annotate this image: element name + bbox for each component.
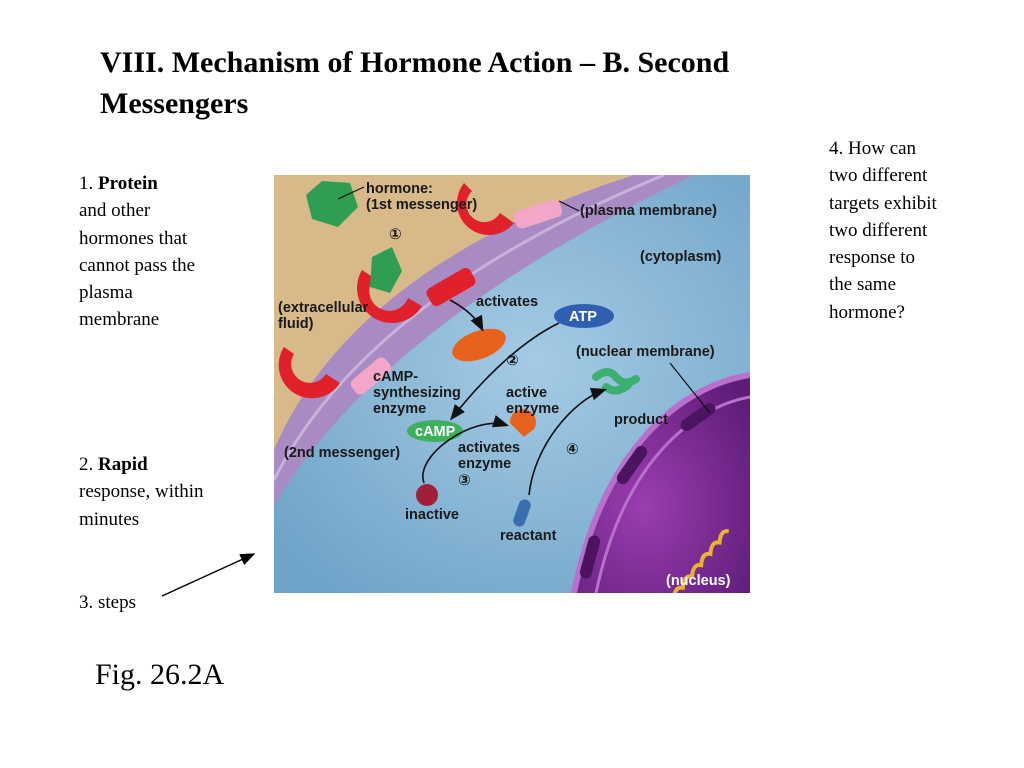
nuclear-membrane <box>571 372 750 593</box>
label-active: active <box>506 385 547 401</box>
label-plasma-membrane: (plasma membrane) <box>580 203 717 219</box>
inactive-enzyme <box>416 484 438 506</box>
note-rapid: 2. Rapid response, within minutes <box>79 451 239 533</box>
note-protein-number: 1. <box>79 173 94 194</box>
nuclear-pore <box>579 535 601 579</box>
receptor <box>278 347 340 399</box>
label-atp: ATP <box>569 309 597 325</box>
note-rapid-number: 2. <box>79 454 94 475</box>
label-fluid: fluid) <box>278 316 314 332</box>
nuclear-pore <box>680 402 716 432</box>
label-cytoplasm: (cytoplasm) <box>640 249 722 265</box>
camp-synthesizing-enzyme <box>452 328 506 362</box>
note-protein: 1. Protein and other hormones that canno… <box>79 170 204 334</box>
label-reactant: reactant <box>500 528 557 544</box>
product <box>592 368 640 395</box>
label-nucleus: (nucleus) <box>666 573 731 589</box>
atp <box>554 304 614 328</box>
arrow-camp-to-enzyme <box>422 415 510 484</box>
note-question: 4. How can two different targets exhibit… <box>829 138 937 323</box>
pointer-arrow <box>161 553 256 597</box>
step-1: ① <box>389 225 402 243</box>
arrow-reactant-to-product <box>528 387 608 496</box>
receptor <box>357 270 422 323</box>
label-first-messenger: (1st messenger) <box>366 197 477 213</box>
slide-title: VIII. Mechanism of Hormone Action – B. S… <box>100 46 730 120</box>
active-enzyme <box>509 409 536 437</box>
reactant <box>513 499 531 527</box>
membrane-protein-activated <box>426 268 476 306</box>
label-camp-synthesizing-1: cAMP- <box>373 369 418 385</box>
label-activates: activates <box>476 294 538 310</box>
step-2: ② <box>506 351 519 369</box>
label-activates-enzyme-1: activates <box>458 440 520 456</box>
label-camp-synthesizing-3: enzyme <box>373 401 426 417</box>
note-steps: 3. steps <box>79 592 136 613</box>
label-hormone: hormone: <box>366 181 433 197</box>
label-camp: cAMP <box>415 424 456 440</box>
membrane-protein <box>350 357 392 395</box>
membrane-protein <box>513 199 563 229</box>
note-protein-bold: Protein <box>98 173 158 194</box>
note-rapid-text: response, within minutes <box>79 481 204 530</box>
camp <box>407 420 463 442</box>
label-nuclear-membrane: (nuclear membrane) <box>576 344 715 360</box>
dna-strand <box>671 529 730 593</box>
label-second-messenger: (2nd messenger) <box>284 445 400 461</box>
nuclear-pore <box>616 445 648 485</box>
hormone <box>306 181 358 227</box>
label-extracellular: (extracellular <box>278 300 369 316</box>
note-rapid-bold: Rapid <box>98 454 148 475</box>
hormone-bound <box>370 247 402 293</box>
receptor <box>456 183 514 236</box>
figure-caption: Fig. 26.2A <box>95 658 225 691</box>
leader-hormone <box>337 186 365 200</box>
arrow-atp-to-camp <box>450 322 560 421</box>
second-messenger-diagram: hormone: (1st messenger) (plasma membran… <box>274 175 750 593</box>
label-inactive: inactive <box>405 507 459 523</box>
nuclear-membrane-inner <box>594 395 750 593</box>
step-3: ③ <box>458 471 471 489</box>
label-active-enzyme: enzyme <box>506 401 559 417</box>
leader-nuclear-membrane <box>669 362 711 414</box>
plasma-membrane-inner-edge <box>274 175 665 481</box>
note-protein-text: and other hormones that cannot pass the … <box>79 200 196 331</box>
leader-plasma-membrane <box>558 200 580 212</box>
nucleus <box>574 375 750 593</box>
arrow-activates <box>449 299 484 332</box>
step-4: ④ <box>566 440 579 458</box>
label-product: product <box>614 412 668 428</box>
label-activates-enzyme-2: enzyme <box>458 456 511 472</box>
label-camp-synthesizing-2: synthesizing <box>373 385 461 401</box>
